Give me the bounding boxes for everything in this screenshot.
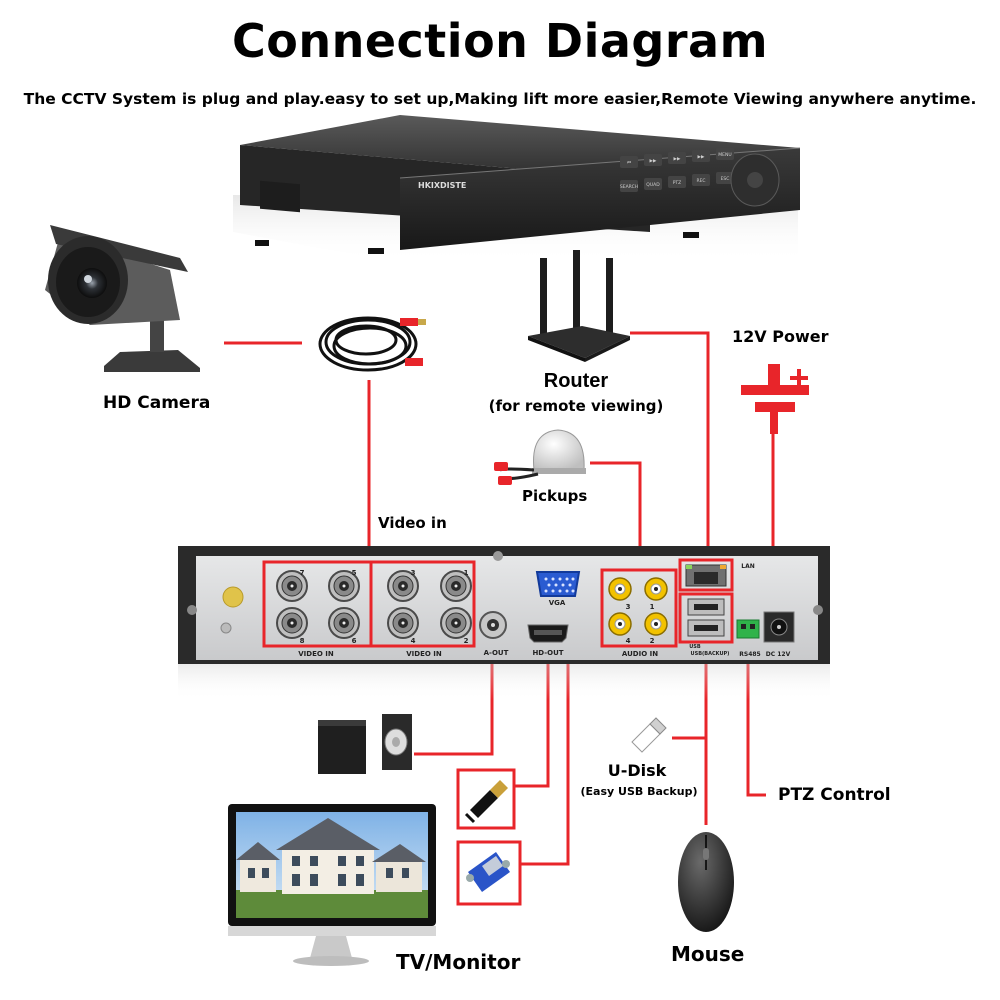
bnc-number: 7: [300, 569, 305, 577]
audio-out-port: [479, 611, 507, 639]
ptz-control-label: PTZ Control: [778, 785, 891, 805]
bnc-number: 4: [411, 637, 416, 645]
lan-usb-ports: [678, 558, 734, 644]
bnc-connector: [387, 607, 419, 639]
bnc-number: 6: [352, 637, 357, 645]
hdmi-cable-icon: [456, 768, 516, 830]
page-subtitle: The CCTV System is plug and play.easy to…: [23, 90, 977, 108]
power-symbol-icon: [741, 364, 809, 434]
tv-monitor-icon: [228, 804, 436, 966]
bnc-number: 1: [464, 569, 469, 577]
dvr-btn-label: REC: [696, 178, 705, 184]
udisk-note: (Easy USB Backup): [580, 785, 698, 798]
rca-audio-jack: [608, 577, 632, 601]
dvr-btn-label: QUAD: [646, 182, 660, 188]
udisk-label: U-Disk: [607, 761, 667, 780]
audio-number: 1: [650, 603, 655, 611]
router-icon: [528, 250, 630, 362]
hd-out-label: HD-OUT: [532, 649, 563, 657]
tv-monitor-label: TV/Monitor: [396, 950, 521, 974]
audio-number: 4: [626, 637, 631, 645]
mouse-label: Mouse: [671, 942, 745, 966]
audio-number: 3: [626, 603, 631, 611]
dvr-btn-label: ▶▶: [650, 159, 657, 164]
bnc-connector: [276, 570, 308, 602]
bnc-number: 8: [300, 637, 305, 645]
hdmi-port: [527, 624, 569, 643]
video-in-label-right: VIDEO IN: [406, 650, 442, 658]
router-label: Router: [543, 370, 609, 392]
lan-label: LAN: [741, 563, 755, 570]
bnc-connector: [440, 607, 472, 639]
bnc-number: 3: [411, 569, 416, 577]
vga-port: [535, 571, 581, 597]
rca-audio-jack: [644, 577, 668, 601]
dvr-vent: [260, 180, 300, 213]
pickups-label: Pickups: [522, 487, 588, 505]
bnc-number: 2: [464, 637, 469, 645]
dvr-btn-label: MENU: [718, 152, 731, 158]
rs485-dc-ports: [736, 611, 795, 643]
bnc-connector: [328, 607, 360, 639]
speakers-icon: [318, 714, 412, 774]
bnc-connector: [387, 570, 419, 602]
router-note: (for remote viewing): [488, 397, 664, 415]
dc12v-label: DC 12V: [766, 651, 791, 658]
bnc-connector: [328, 570, 360, 602]
video-in-label-left: VIDEO IN: [298, 650, 334, 658]
aout-label: A-OUT: [484, 649, 509, 657]
rca-audio-jack: [644, 612, 668, 636]
hd-camera-label: HD Camera: [103, 393, 211, 413]
dvr-btn-label: SEARCH: [620, 184, 638, 190]
audio-number: 2: [650, 637, 655, 645]
vga-cable-icon: [456, 840, 522, 906]
coaxial-cable-icon: [318, 316, 426, 372]
vga-label: VGA: [549, 599, 566, 607]
audio-in-label: AUDIO IN: [622, 650, 658, 658]
pickup-microphone-icon: [494, 429, 586, 485]
hd-camera-icon: [45, 225, 200, 372]
dvr-btn-label: ESC: [721, 176, 730, 182]
bnc-connector: [276, 607, 308, 639]
video-in-label: Video in: [378, 514, 447, 532]
bnc-number: 5: [352, 569, 357, 577]
dvr-front-device: [233, 115, 801, 262]
mouse-icon: [678, 832, 734, 932]
rca-audio-jack: [608, 612, 632, 636]
vga-to-tv-line: [518, 620, 570, 866]
router-to-lan-line: [630, 331, 710, 560]
audio-in-ports: [600, 568, 678, 648]
power-label: 12V Power: [732, 327, 829, 346]
usb-label: USB: [689, 644, 701, 650]
usb-backup-label: USB(BACKUP): [691, 651, 730, 657]
bnc-connector: [440, 570, 472, 602]
dvr-btn-label: ▶▶: [674, 157, 681, 162]
dvr-brand: HKIXDISTE: [418, 181, 466, 190]
dvr-front-face: [400, 148, 800, 250]
dvr-btn-label: ▶▶: [698, 155, 705, 160]
bnc-video-inputs: [262, 560, 476, 648]
dvr-btn-label: ⏮: [627, 161, 631, 166]
rs485-label: RS485: [739, 651, 760, 658]
pickup-to-audio-line: [590, 461, 642, 572]
dvr-btn-label: PTZ: [673, 180, 682, 186]
usb-disk-icon: [631, 717, 667, 753]
page-title: Connection Diagram: [231, 14, 769, 68]
